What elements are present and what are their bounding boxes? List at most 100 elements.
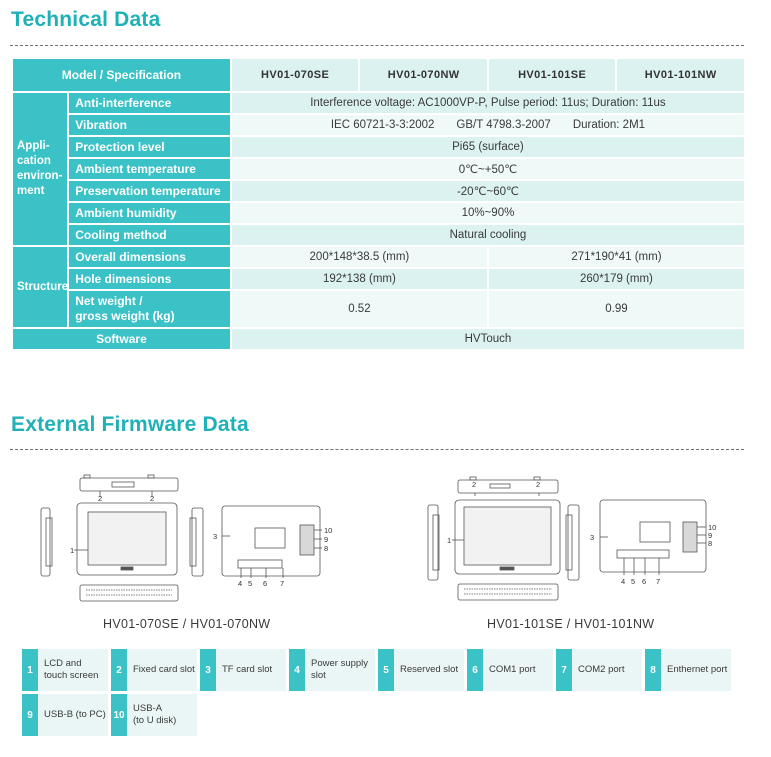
callout-number: 4 [238,579,242,588]
external-firmware-title: External Firmware Data [11,413,249,436]
callout-number: 9 [324,535,328,544]
legend-item: 2 Fixed card slot [111,649,197,691]
legend-item: 9 USB-B (to PC) [22,694,108,736]
category-application-environment: Appli- cation environ- ment [13,93,68,245]
callout-number: 10 [324,526,332,535]
screen-7 [87,511,167,566]
legend-number: 2 [111,649,127,691]
spec-value: -20℃~60℃ [231,181,744,201]
legend-text: COM1 port [483,649,553,691]
callout-number: 4 [621,577,625,586]
left-side-7 [40,507,51,577]
model-070se: HV01-070SE [231,59,359,91]
legend-number: 5 [378,649,394,691]
spec-row: Appli- cation environ- ment Anti-interfe… [13,93,744,245]
legend-text: COM2 port [572,649,642,691]
spec-value-7inch: 200*148*38.5 (mm) [231,247,487,267]
spec-row: Protection level Pi65 (surface) [13,137,744,157]
spec-label: Cooling method [69,225,230,245]
callout-number: 3 [590,533,594,542]
title-divider [10,45,744,46]
vibration-standard-gb: GB/T 4798.3-2007 [456,119,551,131]
legend-item: 3 TF card slot [200,649,286,691]
callout-number: 2 [98,494,102,503]
legend-row: 9 USB-B (to PC) 10 USB-A (to U disk) [22,694,731,736]
category-structure: Structure [13,247,68,327]
legend-text: Enthernet port [661,649,731,691]
legend-number: 8 [645,649,661,691]
callout-number: 9 [708,531,712,540]
spec-value: 10%~90% [231,203,744,223]
legend-text: TF card slot [216,649,286,691]
legend-number: 10 [111,694,127,736]
rear-view-7 [221,505,321,577]
legend-item: 4 Power supply slot [289,649,375,691]
callout-number: 8 [324,544,328,553]
legend-item: 5 Reserved slot [378,649,464,691]
callout-number: 1 [447,536,451,545]
callout-number: 5 [248,579,252,588]
legend: 1 LCD and touch screen 2 Fixed card slot… [22,649,731,739]
legend-item: 6 COM1 port [467,649,553,691]
callout-number: 2 [536,480,540,489]
spec-row: Cooling method Natural cooling [13,225,744,245]
spec-value: HVTouch [231,329,744,349]
spec-value-10inch: 0.99 [488,291,744,327]
callout-numbers: 2 2 1 3 4 5 6 7 10 9 8 2 2 1 3 4 5 6 7 1… [70,480,716,588]
spec-label: Ambient temperature [69,159,230,179]
left-side-10 [427,504,439,581]
spec-row: Vibration IEC 60721-3-3:2002 GB/T 4798.3… [13,115,744,135]
spec-value-10inch: 260*179 (mm) [488,269,744,289]
legend-number: 1 [22,649,38,691]
spec-label: Net weight / gross weight (kg) [69,291,230,327]
legend-item: 1 LCD and touch screen [22,649,108,691]
right-side-10 [567,504,580,581]
callout-number: 7 [656,577,660,586]
spec-row: Preservation temperature -20℃~60℃ [13,181,744,201]
callout-number: 10 [708,523,716,532]
legend-text: LCD and touch screen [38,649,108,691]
legend-text: USB-A (to U disk) [127,694,197,736]
legend-item: 8 Enthernet port [645,649,731,691]
callout-number: 6 [642,577,646,586]
spec-label: Anti-interference [69,93,230,113]
model-070nw: HV01-070NW [360,59,487,91]
spec-row: Ambient temperature 0℃~+50℃ [13,159,744,179]
spec-header-row: Model / Specification HV01-070SE HV01-07… [13,59,744,91]
legend-number: 7 [556,649,572,691]
spec-label: Hole dimensions [69,269,230,289]
front-view-7 [76,502,178,576]
legend-text: USB-B (to PC) [38,694,108,736]
screen-10 [463,506,552,566]
legend-number: 9 [22,694,38,736]
bottom-view-7 [79,584,179,602]
right-side-7 [191,507,204,577]
callout-number: 3 [213,532,217,541]
spec-label-software: Software [13,329,230,349]
vibration-duration: Duration: 2M1 [572,119,646,131]
spec-row: Structure Overall dimensions 200*148*38.… [13,247,744,327]
callout-number: 7 [280,579,284,588]
spec-header-label: Model / Specification [13,59,230,91]
vibration-standard-iec: IEC 60721-3-3:2002 [330,119,435,131]
legend-number: 6 [467,649,483,691]
model-101se: HV01-101SE [488,59,616,91]
callout-number: 8 [708,539,712,548]
spec-table: Model / Specification HV01-070SE HV01-07… [11,57,746,351]
bottom-view-10 [457,583,559,601]
drawing-7inch [40,474,322,602]
legend-text: Reserved slot [394,649,464,691]
spec-label: Vibration [69,115,230,135]
spec-value: Interference voltage: AC1000VP-P, Pulse … [231,93,744,113]
legend-text: Power supply slot [305,649,375,691]
top-view-7 [79,477,179,492]
callout-number: 1 [70,546,74,555]
spec-label: Preservation temperature [69,181,230,201]
legend-number: 3 [200,649,216,691]
front-view-10 [454,499,561,575]
legend-row: 1 LCD and touch screen 2 Fixed card slot… [22,649,731,691]
legend-item: 7 COM2 port [556,649,642,691]
legend-number: 4 [289,649,305,691]
spec-value: IEC 60721-3-3:2002 GB/T 4798.3-2007 Dura… [231,115,744,135]
